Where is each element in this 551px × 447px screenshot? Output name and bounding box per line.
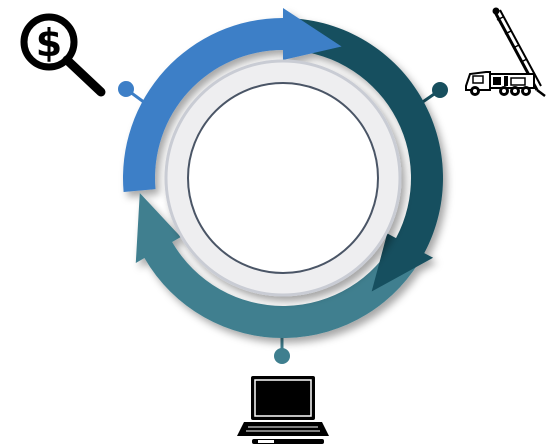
connector-dot-analysis bbox=[274, 348, 290, 364]
segment-drilling-arrow bbox=[283, 18, 444, 292]
magnifier-dollar-icon: $ bbox=[20, 13, 106, 97]
connector-dot-cost bbox=[118, 81, 134, 97]
connectors bbox=[118, 81, 448, 364]
laptop-icon bbox=[237, 376, 329, 444]
connector-dot-drilling bbox=[432, 82, 448, 98]
dollar-glyph: $ bbox=[36, 21, 62, 65]
inner-ring-hole bbox=[187, 82, 379, 274]
segment-cost-arrow bbox=[122, 8, 342, 192]
drill-rig-truck-icon bbox=[465, 7, 546, 97]
outer-ring bbox=[122, 8, 444, 338]
segment-analysis-arrow bbox=[135, 193, 425, 338]
